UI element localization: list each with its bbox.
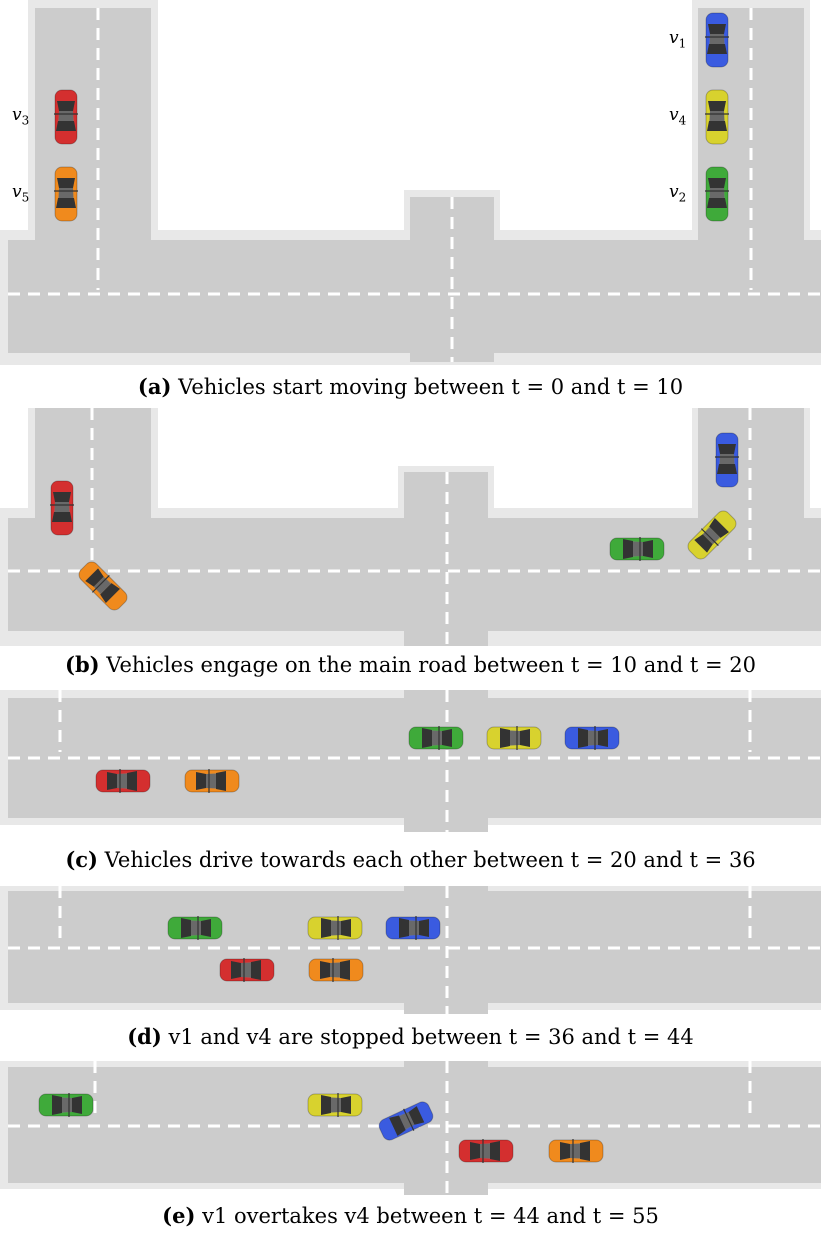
caption-b: (b) Vehicles engage on the main road bet… <box>65 652 756 677</box>
car-v4 <box>486 725 542 751</box>
label-v3: v3 <box>12 105 30 128</box>
car-v3 <box>458 1138 514 1164</box>
panel-e-scene <box>0 1061 821 1195</box>
caption-e: (e) v1 overtakes v4 between t = 44 and t… <box>162 1203 659 1228</box>
car-v3 <box>49 480 75 536</box>
panel-b-scene <box>0 408 821 646</box>
panel-b <box>0 408 821 648</box>
panel-d <box>0 886 821 1016</box>
car-v3 <box>219 957 275 983</box>
panel-c-scene <box>0 690 821 832</box>
panel-c <box>0 690 821 840</box>
panel-a-scene <box>0 0 821 365</box>
car-v1 <box>714 432 740 488</box>
car-v2 <box>704 166 730 222</box>
road-network-a <box>0 0 821 365</box>
label-v2: v2 <box>669 182 687 205</box>
road-network-b <box>0 408 821 646</box>
car-v4 <box>704 89 730 145</box>
car-v3 <box>53 89 79 145</box>
caption-a: (a) Vehicles start moving between t = 0 … <box>137 374 684 399</box>
car-v2 <box>609 536 665 562</box>
car-v2 <box>38 1092 94 1118</box>
car-v5 <box>184 768 240 794</box>
car-v3 <box>95 768 151 794</box>
car-v2 <box>408 725 464 751</box>
car-v1 <box>564 725 620 751</box>
label-v1: v1 <box>669 28 687 51</box>
left-side-road <box>35 8 151 248</box>
caption-c: (c) Vehicles drive towards each other be… <box>65 847 756 872</box>
label-v4: v4 <box>669 105 687 128</box>
car-v5 <box>548 1138 604 1164</box>
car-v2 <box>167 915 223 941</box>
car-v4 <box>307 915 363 941</box>
panel-d-scene <box>0 886 821 1014</box>
label-v5: v5 <box>12 182 30 205</box>
panel-e <box>0 1061 821 1196</box>
road-network-d <box>0 886 821 1014</box>
car-v5 <box>308 957 364 983</box>
car-v1 <box>704 12 730 68</box>
car-v1 <box>385 915 441 941</box>
car-v4 <box>307 1092 363 1118</box>
road-network-c <box>0 690 821 832</box>
panel-a: v1 v4 v2 v3 v5 <box>0 0 821 400</box>
caption-d: (d) v1 and v4 are stopped between t = 36… <box>127 1024 694 1049</box>
car-v5 <box>53 166 79 222</box>
